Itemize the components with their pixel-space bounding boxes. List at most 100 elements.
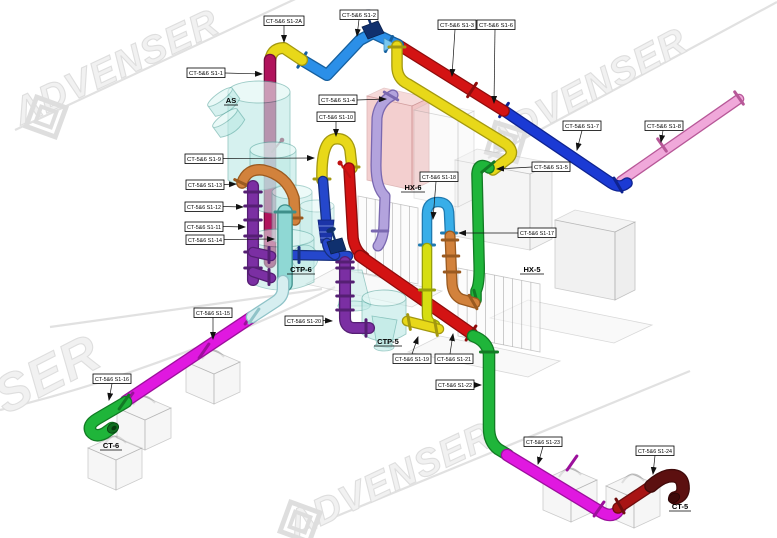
label-s1-2: CT-5&6 S1-2 — [339, 9, 379, 37]
pipe-violet-column-2-body — [340, 257, 374, 333]
pipe-yellow-s1-19-body — [403, 317, 443, 333]
leader-s1-7 — [575, 130, 583, 151]
pipe-flange — [467, 293, 479, 311]
pipe-flange — [733, 90, 745, 106]
label-box-s1-1 — [186, 67, 226, 78]
pipe-copper-s1-13-body — [237, 165, 300, 225]
pipe-flange — [233, 178, 251, 188]
pipe-flange — [247, 307, 261, 325]
darkred-flange-face — [667, 492, 681, 504]
hx6-shell-side — [411, 97, 430, 191]
label-box-s1-17 — [517, 227, 557, 238]
leader-s1-23 — [537, 446, 544, 465]
leader-s1-11 — [222, 223, 246, 230]
label-box-s1-14 — [185, 234, 225, 245]
pipe-red-s1-19-21-body — [355, 251, 477, 339]
label-s1-18: CT-5&6 S1-18 — [419, 171, 459, 220]
pipe-lavender-s1-4 — [370, 89, 400, 252]
teal-vessel-head — [249, 141, 297, 159]
leader-s1-12 — [222, 203, 244, 210]
equipment-tag-as: AS — [224, 96, 238, 106]
pipe-flange — [612, 176, 624, 194]
pipe-flange — [480, 160, 496, 174]
label-box-s1-2a — [263, 15, 305, 26]
equipment-tag-text: HX-6 — [404, 183, 421, 192]
equipment-tag-text: HX-5 — [523, 265, 540, 274]
leader-s1-13 — [223, 181, 237, 188]
leader-s1-20 — [322, 317, 333, 324]
pipe-violet-branch — [247, 266, 277, 286]
leader-s1-2 — [354, 19, 361, 37]
label-text-s1-18: CT-5&6 S1-18 — [422, 175, 456, 181]
label-s1-5: CT-5&6 S1-5 — [496, 161, 571, 172]
pipe-teal-riser-s1-14 — [273, 204, 297, 292]
pipe-red-s1-3-body — [392, 39, 509, 116]
label-s1-24: CT-5&6 S1-24 — [635, 445, 675, 475]
hx6-frame — [412, 101, 476, 208]
pipe-flange — [406, 313, 412, 331]
as-nozzle-shell — [207, 87, 241, 117]
pipe-green-s1-16 — [83, 393, 133, 442]
label-text-s1-20: CT-5&6 S1-20 — [287, 319, 321, 325]
model-layer — [83, 9, 745, 529]
pipe-copper-s1-17 — [440, 230, 481, 311]
equipment-tag-hx-6: HX-6 — [401, 183, 425, 193]
label-s1-6: CT-5&6 S1-6 — [476, 19, 516, 104]
label-s1-1: CT-5&6 S1-1 — [186, 67, 263, 78]
label-s1-10: CT-5&6 S1-10 — [316, 111, 356, 137]
support-right — [213, 361, 241, 405]
pipe-magenta-s1-15-body — [121, 312, 257, 406]
pipe-flange — [382, 90, 400, 102]
pipe-violet-column — [243, 179, 263, 287]
label-text-s1-7: CT-5&6 S1-7 — [565, 124, 599, 130]
label-text-s1-2a: CT-5&6 S1-2A — [266, 19, 302, 25]
leader-s1-24 — [650, 455, 657, 475]
pipe-yellow-s1-10-body — [317, 134, 357, 185]
leader-s1-21 — [448, 333, 455, 355]
pipe-yellow-s1-19 — [401, 313, 445, 337]
label-box-s1-8 — [644, 120, 684, 131]
valve-lever — [339, 162, 352, 179]
as-nozzle — [212, 108, 246, 138]
label-text-s1-23: CT-5&6 S1-23 — [526, 440, 560, 446]
label-text-s1-3: CT-5&6 S1-3 — [440, 23, 474, 29]
label-s1-23: CT-5&6 S1-23 — [523, 436, 563, 465]
label-box-s1-20 — [284, 315, 324, 326]
label-box-s1-3 — [437, 19, 477, 30]
label-box-s1-16 — [92, 373, 132, 384]
ctp5-base — [373, 342, 395, 352]
valve-body — [326, 237, 347, 255]
label-text-s1-2: CT-5&6 S1-2 — [342, 13, 376, 19]
label-box-s1-10 — [316, 111, 356, 122]
label-s1-12: CT-5&6 S1-12 — [184, 201, 244, 212]
valve-knob — [337, 160, 343, 166]
pipe-red-s1-3 — [391, 38, 510, 117]
pipe-cyan-connector-body — [247, 276, 288, 322]
leader-s1-19 — [411, 336, 419, 355]
pipe-blue-s1-2-body — [297, 28, 403, 80]
pipe-pink-s1-8-body — [617, 95, 743, 185]
label-box-s1-6 — [476, 19, 516, 30]
label-box-s1-9 — [184, 153, 224, 164]
label-s1-9: CT-5&6 S1-9 — [184, 153, 315, 164]
label-s1-14: CT-5&6 S1-14 — [185, 234, 275, 245]
equipment-tag-text: CT-6 — [103, 441, 119, 450]
ctp5-pump-body-head — [361, 289, 407, 307]
pipe-skyblue-s1-18-body — [423, 198, 454, 250]
leader-s1-14 — [223, 236, 275, 243]
pipe-flange — [565, 454, 579, 472]
valve-stem — [330, 229, 337, 242]
label-box-s1-24 — [635, 445, 675, 456]
label-s1-4: CT-5&6 S1-4 — [318, 94, 387, 105]
leader-s1-18 — [430, 181, 437, 220]
watermark-logo-icon — [276, 498, 324, 538]
pipe-flange — [614, 497, 626, 515]
gray-box-b-front — [554, 219, 616, 301]
label-text-s1-4: CT-5&6 S1-4 — [321, 98, 355, 104]
label-box-s1-2 — [339, 9, 379, 20]
pipe-copper-s1-17-body — [445, 231, 480, 308]
watermark-logo-icon — [22, 93, 70, 141]
leader-s1-8 — [659, 130, 666, 143]
label-s1-22: CT-5&6 S1-22 — [435, 379, 482, 390]
